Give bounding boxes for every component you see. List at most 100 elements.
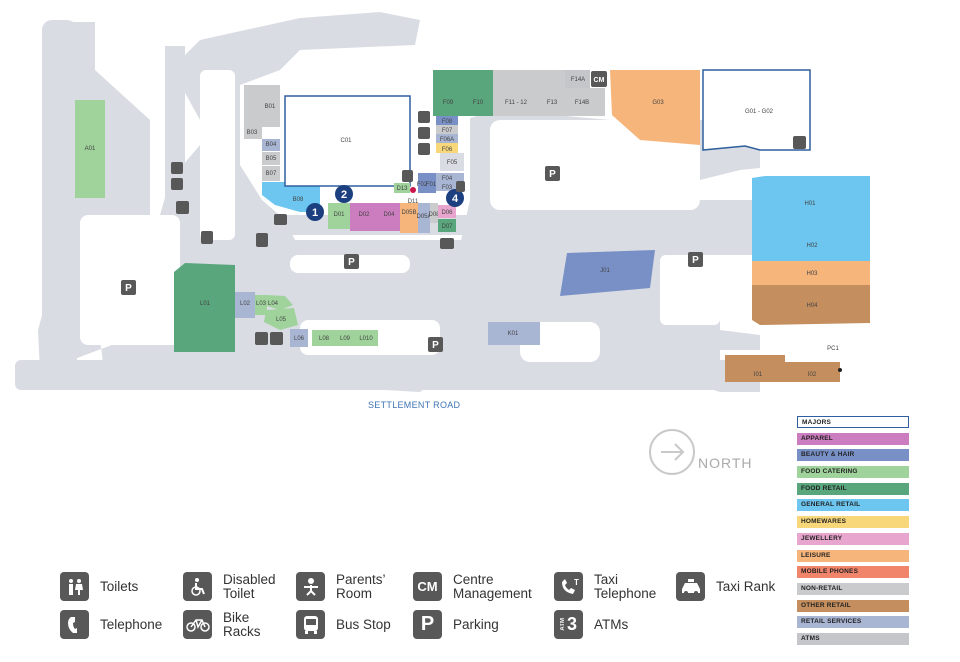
shop-d05a[interactable]: [418, 203, 430, 233]
shop-l02[interactable]: [235, 292, 255, 318]
shop-k01[interactable]: [488, 322, 540, 345]
shop-g01-g02[interactable]: [702, 69, 811, 151]
parking-icon: P: [413, 610, 442, 639]
legend-item: JEWELLERY: [797, 532, 909, 545]
shop-f05[interactable]: [440, 153, 464, 171]
shop-b01[interactable]: [244, 85, 280, 127]
shop-d06[interactable]: [438, 205, 456, 218]
shop-j01[interactable]: [560, 250, 655, 296]
shop-f03[interactable]: [436, 182, 458, 191]
shop-f06a[interactable]: [436, 134, 458, 143]
shop-d02[interactable]: [350, 203, 378, 231]
parents-room-icon: [418, 127, 430, 139]
shop-c01[interactable]: [284, 95, 411, 187]
shop-label-d11: D11: [408, 199, 419, 205]
shop-l010[interactable]: [354, 330, 378, 346]
pc1-marker: [838, 368, 842, 372]
shop-h03[interactable]: [752, 261, 870, 285]
disabled-toilet-icon: [183, 572, 212, 601]
shop-b07[interactable]: [262, 166, 280, 181]
legend-item: BEAUTY & HAIR: [797, 449, 909, 462]
parking-icon: [428, 337, 443, 352]
shop-i01[interactable]: [725, 355, 840, 382]
centre-management-label-2: Management: [453, 586, 532, 601]
shop-d01[interactable]: [328, 203, 350, 229]
shop-l03[interactable]: [255, 295, 267, 315]
legend-item: RETAIL SERVICES: [797, 616, 909, 629]
shop-f13[interactable]: [540, 70, 565, 116]
legend-item: MAJORS: [797, 416, 909, 428]
shop-h02[interactable]: [752, 228, 870, 261]
shop-l05[interactable]: [264, 308, 298, 330]
shop-b08[interactable]: [262, 182, 320, 212]
telephone-icon: [402, 170, 413, 182]
shop-label-d04: D04: [383, 212, 395, 218]
shop-b04[interactable]: [262, 139, 280, 151]
parents-room-label-1: Parents’: [336, 572, 386, 587]
parking-icon: [545, 166, 560, 181]
shop-f09[interactable]: [433, 70, 463, 116]
shop-g03[interactable]: [610, 70, 700, 145]
shop-label-f01: F01: [426, 182, 437, 188]
shop-d05b[interactable]: [400, 203, 418, 233]
parking-icon: [121, 280, 136, 295]
shop-b05[interactable]: [262, 152, 280, 165]
shop-f11-12[interactable]: [493, 70, 540, 116]
shop-label-l06: L06: [294, 336, 305, 342]
shop-d04[interactable]: [378, 203, 400, 231]
bus-stop-label: Bus Stop: [336, 617, 391, 632]
shop-label-l05: L05: [276, 317, 287, 323]
shop-label-l03: L03: [256, 301, 267, 307]
shop-label-f07: F07: [442, 128, 453, 134]
shop-f07[interactable]: [436, 125, 458, 134]
svg-text:T: T: [574, 578, 579, 587]
shop-d07[interactable]: [438, 219, 456, 232]
shop-label-h02: H02: [806, 243, 818, 249]
shop-l06[interactable]: [290, 329, 308, 347]
shop-label-d06: D06: [441, 210, 453, 216]
shop-b03[interactable]: [244, 127, 262, 139]
toilets-icon: [418, 111, 430, 123]
shop-f02[interactable]: [418, 173, 427, 193]
shop-label-b04: B04: [266, 142, 277, 148]
marker-2[interactable]: 2: [335, 185, 353, 203]
shop-label-pc1: PC1: [827, 346, 839, 352]
legend-item: FOOD CATERING: [797, 466, 909, 479]
shop-label-b05: B05: [266, 156, 277, 162]
marker-1[interactable]: 1: [306, 203, 324, 221]
shop-l01[interactable]: [174, 263, 235, 352]
shop-label-l04: L04: [268, 301, 279, 307]
shop-f08[interactable]: [436, 116, 458, 125]
shop-f14b[interactable]: [565, 88, 605, 116]
shop-h01[interactable]: [752, 176, 870, 228]
d11-atm-marker: [410, 187, 416, 193]
disabled-toilet-icon: [270, 332, 283, 345]
shop-label-g01-g02: G01 - G02: [745, 109, 774, 115]
centre-management-icon: CM: [413, 572, 442, 601]
shop-l04[interactable]: [267, 295, 293, 310]
shop-label-d05b: D05B: [401, 210, 416, 216]
marker-4[interactable]: 4: [446, 189, 464, 207]
shop-label-f10: F10: [473, 100, 484, 106]
shop-label-l01: L01: [200, 301, 211, 307]
cm-map-label: CM: [594, 77, 605, 84]
legend-item: LEISURE: [797, 549, 909, 562]
shop-f14a[interactable]: [565, 70, 590, 88]
shop-a01[interactable]: [75, 100, 105, 198]
shop-f06[interactable]: [436, 143, 458, 153]
shop-f04[interactable]: [436, 173, 464, 182]
bus-stop-icon: [296, 610, 325, 639]
parking-label: Parking: [453, 617, 499, 632]
taxi-rank-icon: [171, 178, 183, 190]
telephone-icon: [201, 231, 213, 244]
shop-l09[interactable]: [336, 330, 354, 346]
shop-f01[interactable]: [427, 173, 436, 193]
shop-d13[interactable]: [394, 183, 410, 193]
shop-h04[interactable]: [752, 285, 870, 325]
shop-label-f08: F08: [442, 119, 453, 125]
shop-label-f02: F02: [417, 182, 428, 188]
shop-l08[interactable]: [312, 330, 336, 346]
shop-d08[interactable]: [430, 203, 438, 223]
shop-label-f06a: F06A: [440, 137, 454, 143]
shop-f10[interactable]: [463, 70, 493, 116]
